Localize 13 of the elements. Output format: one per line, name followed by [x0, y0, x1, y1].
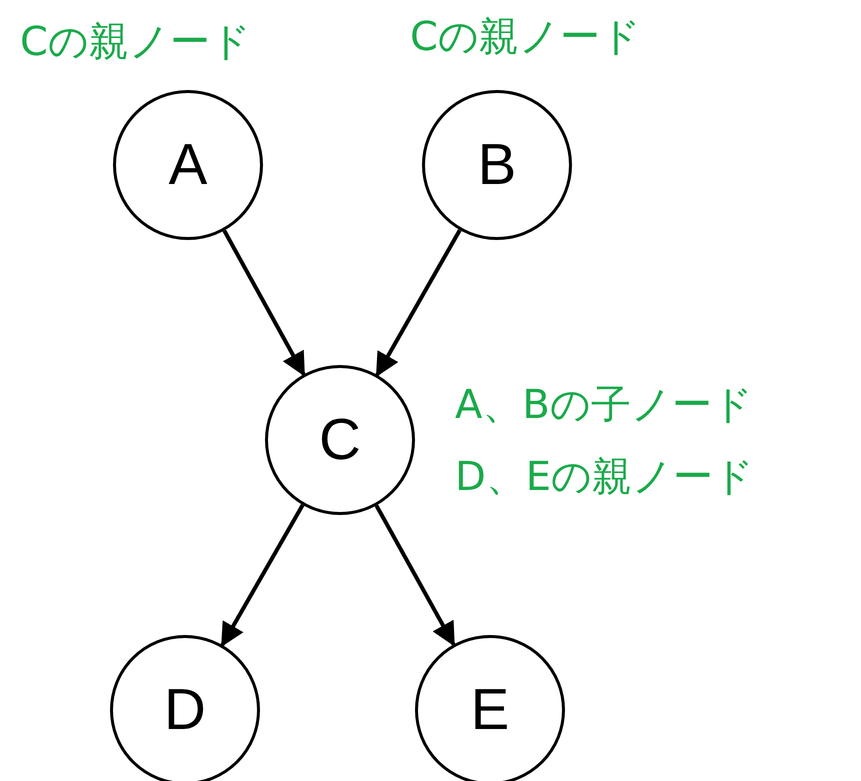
node-label: D: [164, 681, 206, 739]
arrow: [220, 504, 304, 648]
arrow: [374, 504, 456, 647]
node-caption: A、Bの子ノード: [455, 383, 753, 427]
node-caption: Cの親ノード: [410, 15, 641, 59]
arrow: [222, 230, 306, 376]
node-label: E: [470, 681, 510, 739]
node-label: C: [319, 411, 361, 469]
node-caption: Cの親ノード: [20, 20, 251, 64]
node-label: B: [478, 136, 516, 194]
arrow: [375, 229, 462, 377]
node-label: A: [168, 136, 208, 194]
node-caption: D、Eの親ノード: [455, 455, 754, 499]
